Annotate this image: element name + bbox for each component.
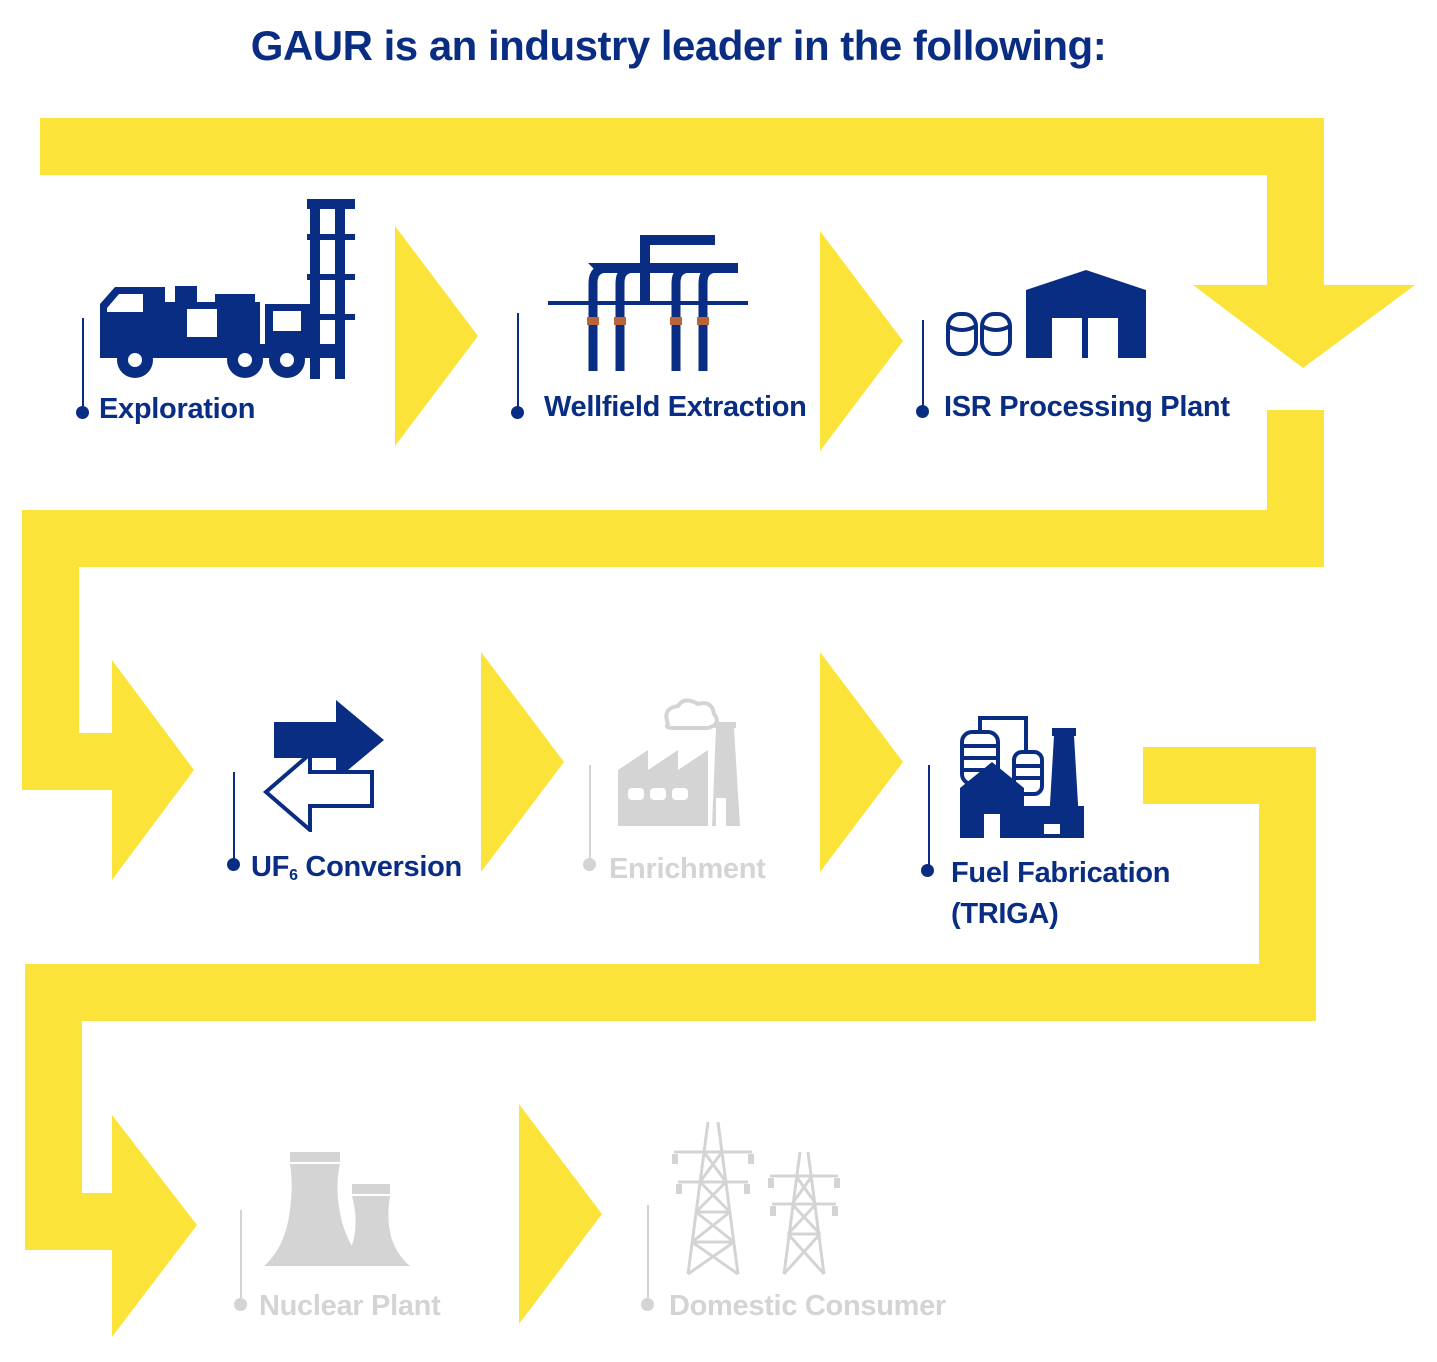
wellfield-pipes-icon [548,235,748,371]
exploration-stem [82,318,84,410]
chevron-arrow-3 [481,652,564,872]
nuclear-label: Nuclear Plant [259,1290,441,1322]
consumer-label: Domestic Consumer [669,1290,946,1322]
isr-label: ISR Processing Plant [944,391,1230,423]
exploration-label: Exploration [99,393,256,425]
isr-stem [922,320,924,408]
conversion-label-subscript: 6 [289,867,298,884]
nuclear-stem [240,1210,242,1302]
isr-marker [916,405,929,418]
wellfield-label: Wellfield Extraction [544,391,807,423]
chevron-arrow-4 [820,652,903,872]
conversion-label-main: UF [251,851,290,883]
fabrication-label-line2: (TRIGA) [951,898,1059,930]
conversion-label: UF6 Conversion [251,849,462,890]
wellfield-stem [517,313,519,409]
exploration-marker [76,406,89,419]
enrichment-stem [589,765,591,860]
conversion-stem [233,772,235,864]
consumer-stem [647,1205,649,1302]
power-pylons-icon [672,1121,840,1276]
page-title: GAUR is an industry leader in the follow… [250,22,1107,69]
chemical-plant-icon [960,716,1084,838]
fabrication-stem [928,765,930,867]
conversion-arrows-icon [262,700,384,832]
nuclear-marker [234,1298,247,1311]
tanks-and-plant-building-icon [946,270,1146,358]
cooling-towers-icon [264,1152,410,1266]
flow-segment-third [25,747,1316,1337]
consumer-marker [641,1298,654,1311]
factory-smokestack-icon [618,698,740,826]
chevron-arrow-1 [395,226,478,446]
conversion-label-rest: Conversion [297,851,462,883]
enrichment-marker [583,858,596,871]
flow-segment-second [22,410,1324,880]
wellfield-marker [511,406,524,419]
chevron-arrow-5 [519,1104,602,1324]
conversion-marker [227,858,240,871]
fabrication-marker [921,864,934,877]
chevron-arrow-2 [820,231,903,451]
fabrication-label-line1: Fuel Fabrication [951,857,1171,889]
enrichment-label: Enrichment [609,853,766,885]
flow-segment-top [40,118,1415,368]
drill-rig-truck-icon [100,199,355,379]
